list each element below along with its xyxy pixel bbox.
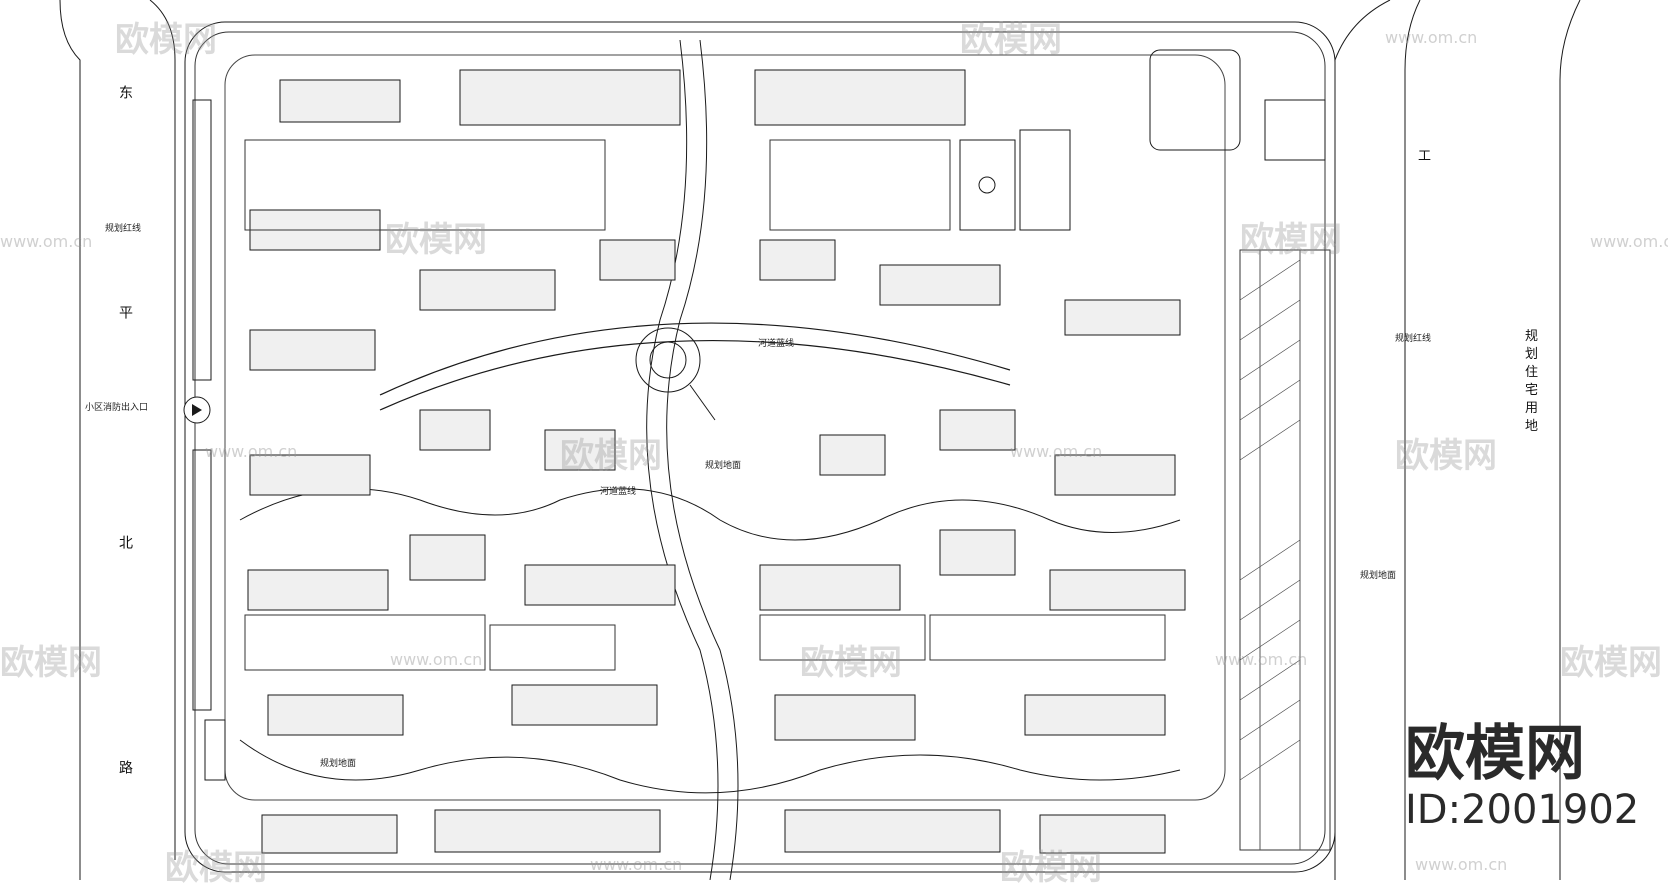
watermark-url: www.om.cn bbox=[390, 650, 483, 669]
scenic-label-right: 规划地面 bbox=[1360, 571, 1397, 581]
watermark-url: www.om.cn bbox=[1215, 650, 1308, 669]
watermark-url: www.om.cn bbox=[1590, 232, 1668, 251]
left-road-char-4: 路 bbox=[117, 760, 133, 780]
watermark-brand: 欧模网 bbox=[1000, 848, 1102, 888]
watermark-url: www.om.cn bbox=[0, 232, 93, 251]
river-line-label-bottom: 河道蓝线 bbox=[600, 487, 637, 497]
right-land-char-6: 地 bbox=[1525, 419, 1539, 434]
left-redline-label: 规划红线 bbox=[105, 224, 142, 234]
watermark-brand: 欧模网 bbox=[115, 20, 217, 60]
scenic-label-left: 规划地面 bbox=[320, 759, 357, 769]
left-road-char-3: 北 bbox=[117, 535, 133, 555]
river-line-label-top: 河道蓝线 bbox=[758, 339, 795, 349]
right-land-char-2: 划 bbox=[1525, 347, 1539, 362]
fire-entrance-label: 小区消防出入口 bbox=[85, 403, 149, 413]
left-road-char-1: 东 bbox=[117, 85, 133, 105]
watermark-brand: 欧模网 bbox=[960, 20, 1062, 60]
watermark-url: www.om.cn bbox=[205, 442, 298, 461]
right-land-char-1: 规 bbox=[1525, 329, 1539, 344]
brand-logo-text: 欧模网 bbox=[1405, 719, 1585, 789]
brand-id-text: ID:2001902 bbox=[1405, 787, 1640, 833]
right-land-char-3: 住 bbox=[1525, 365, 1539, 380]
watermark-brand: 欧模网 bbox=[385, 220, 487, 260]
right-land-char-4: 宅 bbox=[1525, 383, 1539, 398]
left-road-char-2: 平 bbox=[117, 305, 133, 325]
watermark-brand: 欧模网 bbox=[1560, 643, 1662, 683]
watermark-url: www.om.cn bbox=[590, 855, 683, 874]
right-redline-label: 规划红线 bbox=[1395, 334, 1432, 344]
scenic-label-center: 规划地面 bbox=[705, 461, 742, 471]
watermark-url: www.om.cn bbox=[1010, 442, 1103, 461]
right-land-char-5: 用 bbox=[1525, 401, 1539, 416]
watermark-brand: 欧模网 bbox=[165, 848, 267, 888]
watermark-brand: 欧模网 bbox=[0, 643, 102, 683]
watermark-brand: 欧模网 bbox=[800, 643, 902, 683]
watermark-url: www.om.cn bbox=[1385, 28, 1478, 47]
right-road-char-1: 工 bbox=[1418, 149, 1432, 164]
watermark-brand: 欧模网 bbox=[1240, 220, 1342, 260]
watermark-brand: 欧模网 bbox=[560, 436, 662, 476]
watermark-url: www.om.cn bbox=[1415, 855, 1508, 874]
watermark-brand: 欧模网 bbox=[1395, 436, 1497, 476]
